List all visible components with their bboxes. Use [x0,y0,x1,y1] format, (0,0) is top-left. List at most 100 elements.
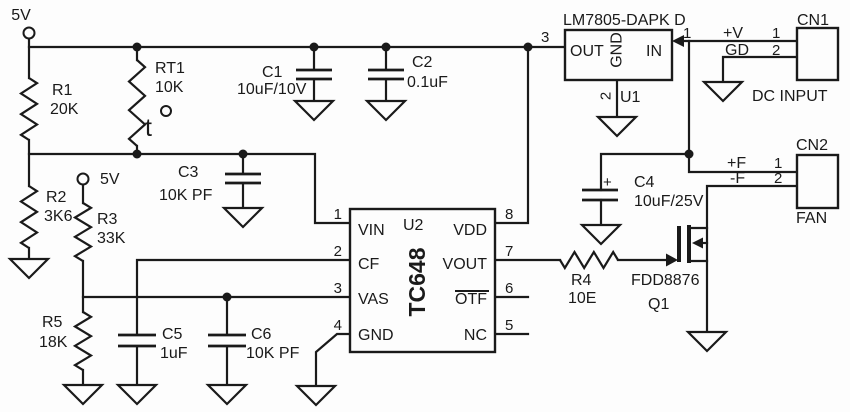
resistor-r5 [72,311,94,371]
label-c5-ref: C5 [162,326,183,343]
u2-pin7-name: VOUT [443,256,488,273]
label-c6-val: 10K PF [246,345,300,362]
cn1-caption: DC INPUT [752,88,828,105]
cn1-pin1-num: 1 [772,25,780,42]
ic-u2-body [348,207,497,354]
ground-u2-pin4 [294,384,338,407]
cn1-pin1-name: +V [723,25,743,42]
label-c1-val: 10uF/10V [237,81,307,98]
u2-pin4-name: GND [358,327,394,344]
c4-polarity-mark: + [603,174,612,191]
u2-pin8-num: 8 [505,206,513,223]
u2-part-number: TC648 [404,247,430,316]
junction-dot [684,149,694,159]
label-r1-ref: R1 [52,82,73,99]
u2-pin6-num: 6 [505,280,513,297]
u1-ref: U1 [620,89,641,106]
cn2-pin2-num: 2 [774,170,782,187]
u1-gnd-name: GND [609,32,626,68]
wire-fan-minus-to-drain [705,184,799,334]
ground-u1 [595,115,639,138]
capacitor-c6 [208,333,246,348]
resistor-r1 [18,77,40,141]
label-c3-val: 10K PF [159,187,213,204]
junction-dot [381,42,391,52]
label-r3-ref: R3 [97,211,118,228]
label-r5-ref: R5 [42,314,63,331]
cn2-ref: CN2 [796,137,828,154]
capacitor-c1 [296,68,332,81]
cn2-caption: FAN [796,210,827,227]
u2-pin5-name: NC [464,327,487,344]
u2-pin1-num: 1 [334,206,342,223]
ground-c6 [205,383,249,406]
ic-u1-body [563,28,674,82]
wire-u2-gnd-pin4 [314,332,352,388]
label-r4-ref: R4 [571,272,592,289]
u2-pin2-num: 2 [334,243,342,260]
wire-vdd-to-rail [493,45,530,225]
cn1-pin2-num: 2 [772,42,780,59]
cn2-pin1-num: 1 [774,155,782,172]
u1-part-number: LM7805-DAPK D [563,12,686,29]
label-q1-ref: Q1 [648,296,669,313]
ground-c1 [292,99,336,122]
u2-pin6-name: OTF [455,291,487,308]
terminal-5v-top [22,26,36,40]
u2-pin7-num: 7 [505,243,513,260]
label-rt1-thermal: t [145,114,152,142]
wire-in-node-down-to-fan [687,39,799,174]
label-r3-val: 33K [97,230,126,247]
label-r2-val: 3K6 [44,208,73,225]
label-c1-ref: C1 [262,64,283,81]
thermistor-rt1 [127,59,147,147]
capacitor-c5 [118,333,156,348]
label-r4-val: 10E [568,290,596,307]
resistor-r4 [559,249,619,271]
u2-pin5-num: 5 [505,317,513,334]
ground-c5 [115,383,159,406]
label-rt1-val: 10K [155,79,184,96]
u1-in-num: 1 [683,25,691,42]
label-r5-val: 18K [39,334,68,351]
label-c6-ref: C6 [251,326,272,343]
capacitor-c3 [225,172,261,185]
u1-in-arrow [672,35,684,47]
label-c3-ref: C3 [178,164,199,181]
label-5v-top: 5V [11,7,31,24]
u2-pin1-name: VIN [358,222,385,239]
mosfet-body-arrow [692,237,703,249]
u1-out-num: 3 [541,29,549,46]
connector-cn1-body [795,26,840,82]
cn2-pin2-name: -F [730,170,745,187]
label-c2-val: 0.1uF [407,74,448,91]
junction-dot [238,149,248,159]
u1-gnd-num: 2 [597,92,614,100]
u2-pin3-name: VAS [358,291,389,308]
junction-dot [309,42,319,52]
ground-c2 [364,99,408,122]
ground-r2 [7,257,51,280]
cn1-pin2-name: GD [725,42,749,59]
ground-cn1-gd [701,80,745,103]
label-r2-ref: R2 [46,189,67,206]
label-c4-val: 10uF/25V [634,193,704,210]
wire-cn1-gd-to-gnd [721,55,799,84]
u2-pin3-num: 3 [334,280,342,297]
gate-wire-arrow [666,253,678,267]
label-c4-ref: C4 [634,174,655,191]
resistor-r3 [72,202,94,262]
junction-dot [132,149,142,159]
label-r1-val: 20K [50,101,79,118]
label-c2-ref: C2 [412,54,433,71]
u2-pin4-num: 4 [334,317,342,334]
resistor-r2 [18,185,40,249]
u1-out-name: OUT [570,43,604,60]
junction-dot [222,292,232,302]
ground-c3 [221,206,265,229]
ground-c4 [579,223,623,246]
wire-cf-to-c5 [135,258,352,336]
ground-q1-source [685,330,729,353]
